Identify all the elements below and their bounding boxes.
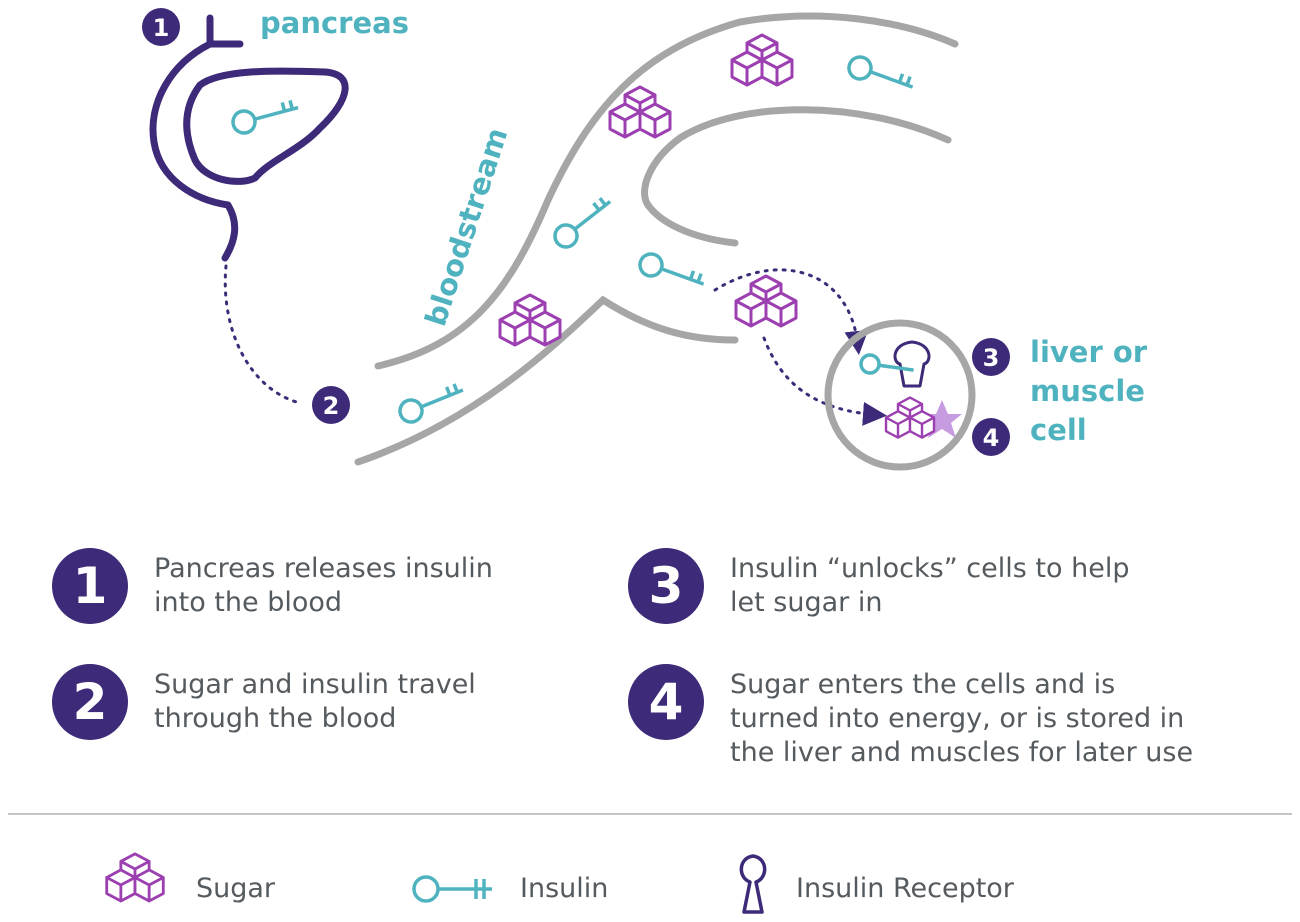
legend-label-receptor: Insulin Receptor — [796, 873, 1014, 904]
svg-text:1: 1 — [153, 14, 170, 42]
release-path — [223, 264, 302, 405]
cell-label-line-3: cell — [1030, 413, 1087, 447]
marker-1: 1 — [142, 8, 180, 46]
legend-label-insulin: Insulin — [520, 873, 609, 904]
insulin-key-icon — [412, 875, 492, 903]
sugar-cubes — [734, 274, 798, 328]
step-number-2: 2 — [52, 664, 128, 740]
cell — [824, 319, 976, 471]
insulin-key-cell — [859, 353, 914, 375]
step-text-3: Insulin “unlocks” cells to help let suga… — [730, 553, 1130, 618]
sugar-cubes-cell — [884, 396, 936, 439]
insulin-key-pancreas — [228, 95, 303, 138]
step-1: 1 Pancreas releases insulin into the blo… — [52, 548, 493, 624]
step-3: 3 Insulin “unlocks” cells to help let su… — [628, 548, 1129, 624]
step-4: 4 Sugar enters the cells and is turned i… — [628, 664, 1193, 770]
bloodstream-vessel — [354, 12, 959, 466]
step-2: 2 Sugar and insulin travel through the b… — [52, 664, 476, 740]
legend-label-sugar: Sugar — [196, 873, 276, 904]
bloodstream-label: bloodstream — [418, 124, 514, 331]
insulin-path — [713, 268, 869, 355]
insulin-receptor-icon — [739, 854, 767, 914]
insulin-key — [844, 52, 919, 100]
marker-3: 3 — [972, 338, 1010, 376]
step-text-2: Sugar and insulin travel through the blo… — [154, 669, 476, 734]
svg-text:4: 4 — [983, 424, 1000, 452]
step-number-4: 4 — [628, 664, 704, 740]
marker-4: 4 — [972, 418, 1010, 456]
insulin-key — [548, 191, 619, 254]
cell-label-line-2: muscle — [1030, 374, 1145, 408]
insulin-receptor — [893, 340, 931, 388]
step-number-3: 3 — [628, 548, 704, 624]
cell-label-line-1: liver or — [1030, 335, 1148, 369]
step-number-1: 1 — [52, 548, 128, 624]
step-text-4: Sugar enters the cells and is turned int… — [730, 669, 1194, 768]
pancreas-organ — [149, 14, 349, 262]
sugar-cubes — [730, 33, 794, 87]
svg-text:2: 2 — [323, 392, 340, 420]
svg-text:3: 3 — [983, 344, 1000, 372]
insulin-key — [635, 249, 710, 297]
divider — [8, 813, 1292, 815]
sugar-cubes — [498, 293, 562, 347]
sugar-path — [762, 336, 887, 426]
step-text-1: Pancreas releases insulin into the blood — [154, 553, 493, 618]
sugar-cubes-icon — [105, 852, 165, 903]
pancreas-label: pancreas — [260, 6, 409, 40]
marker-2: 2 — [312, 386, 350, 424]
